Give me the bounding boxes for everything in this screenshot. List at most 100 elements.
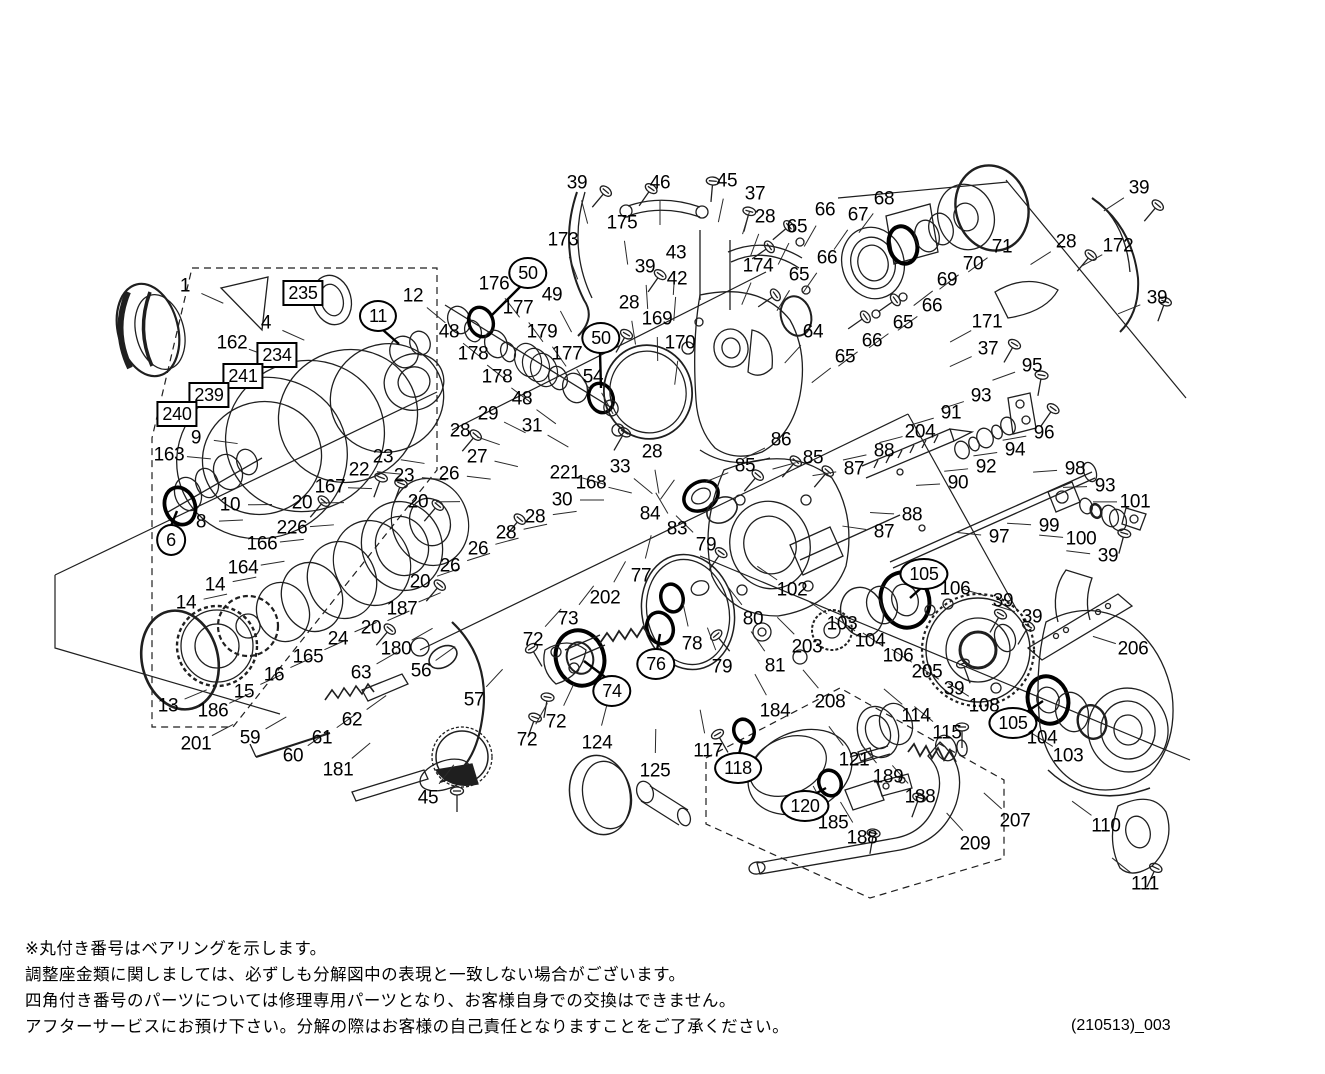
label-leader-line [1092, 635, 1116, 645]
part-number: 15 [233, 681, 255, 703]
label-leader-line [868, 333, 889, 349]
label-leader-line [544, 608, 562, 628]
label-leader-line [750, 631, 766, 652]
part-number: 97 [988, 526, 1010, 548]
part-number-circled: 74 [592, 675, 632, 707]
label-leader-line [485, 668, 503, 688]
label-leader-line [418, 592, 441, 603]
line-roller-washers [444, 304, 619, 417]
part-number: 106 [882, 645, 914, 667]
label-leader-line [260, 673, 283, 685]
part-number: 23 [393, 465, 415, 487]
part-number: 79 [695, 534, 717, 556]
label-leader-line [842, 525, 867, 530]
label-leader-line [528, 322, 544, 343]
part-number: 168 [575, 472, 607, 494]
label-leader-line [229, 692, 252, 704]
part-number: 68 [873, 188, 895, 210]
part-number: 23 [372, 446, 394, 468]
part-number: 45 [417, 787, 439, 809]
part-number: 16 [263, 664, 285, 686]
part-number: 221 [549, 462, 581, 484]
leader-layer [184, 197, 1141, 874]
label-leader-line [1063, 486, 1088, 488]
part-number: 39 [992, 590, 1014, 612]
part-number: 100 [1065, 528, 1097, 550]
part-number: 96 [1033, 422, 1055, 444]
label-leader-line [1081, 254, 1103, 267]
label-leader-line [1103, 197, 1125, 212]
part-number: 88 [901, 504, 923, 526]
part-number: 45 [716, 170, 738, 192]
label-leader-line [354, 621, 377, 633]
part-number: 39 [1021, 606, 1043, 628]
label-leader-line [918, 665, 940, 680]
part-number: 165 [292, 646, 324, 668]
label-leader-line [400, 459, 425, 464]
part-number: 70 [962, 253, 984, 275]
part-number: 81 [764, 655, 786, 677]
part-number-boxed: 240 [156, 401, 198, 427]
part-number-circled: 6 [156, 524, 186, 556]
oscillation-parts [249, 621, 493, 802]
part-number: 92 [975, 456, 997, 478]
part-number: 201 [180, 733, 212, 755]
label-leader-line [838, 351, 858, 367]
label-leader-line [613, 561, 626, 583]
label-leader-line [438, 764, 455, 785]
label-leader-line [631, 320, 637, 345]
label-leader-line [991, 603, 1015, 613]
label-leader-line [879, 436, 903, 444]
label-leader-line [559, 310, 573, 333]
label-leader-line [946, 812, 964, 832]
part-number: 37 [744, 183, 766, 205]
part-number: 39 [634, 256, 656, 278]
part-number: 59 [239, 727, 261, 749]
part-number: 28 [449, 420, 471, 442]
label-leader-line [967, 257, 988, 273]
label-leader-line [776, 290, 790, 311]
part-number: 66 [814, 199, 836, 221]
part-number: 39 [1128, 177, 1150, 199]
part-number: 88 [873, 440, 895, 462]
part-number: 90 [947, 472, 969, 494]
part-number: 162 [216, 332, 248, 354]
label-leader-line [411, 627, 433, 641]
part-number: 20 [291, 492, 313, 514]
part-number: 173 [547, 229, 579, 251]
label-leader-line [623, 240, 629, 265]
part-number: 170 [664, 332, 696, 354]
part-number: 87 [873, 521, 895, 543]
part-number-circled: 120 [780, 790, 830, 822]
label-leader-line [351, 742, 371, 759]
label-leader-line [741, 282, 752, 305]
label-leader-line [347, 487, 372, 490]
part-number: 14 [175, 592, 197, 614]
part-number: 62 [341, 709, 363, 731]
label-leader-line [949, 356, 972, 368]
part-number-circled: 11 [358, 300, 398, 332]
label-leader-line [992, 371, 1016, 381]
part-number-circled: 105 [899, 558, 949, 590]
label-leader-line [674, 360, 679, 385]
part-number: 189 [872, 766, 904, 788]
part-number: 83 [666, 518, 688, 540]
label-leader-line [608, 486, 632, 494]
label-leader-line [784, 344, 802, 364]
part-number: 46 [649, 172, 671, 194]
part-number: 65 [892, 312, 914, 334]
part-number: 163 [153, 444, 185, 466]
part-number: 78 [681, 633, 703, 655]
part-number: 63 [350, 662, 372, 684]
label-leader-line [749, 233, 760, 257]
service-box-handle [705, 687, 1005, 899]
label-leader-line [891, 648, 913, 663]
part-number: 181 [322, 759, 354, 781]
label-leader-line [184, 689, 207, 700]
label-leader-line [834, 617, 856, 632]
label-leader-line [842, 454, 867, 461]
part-number: 117 [693, 740, 723, 762]
label-leader-line [914, 706, 934, 723]
part-number: 42 [666, 268, 688, 290]
part-number: 30 [551, 489, 573, 511]
